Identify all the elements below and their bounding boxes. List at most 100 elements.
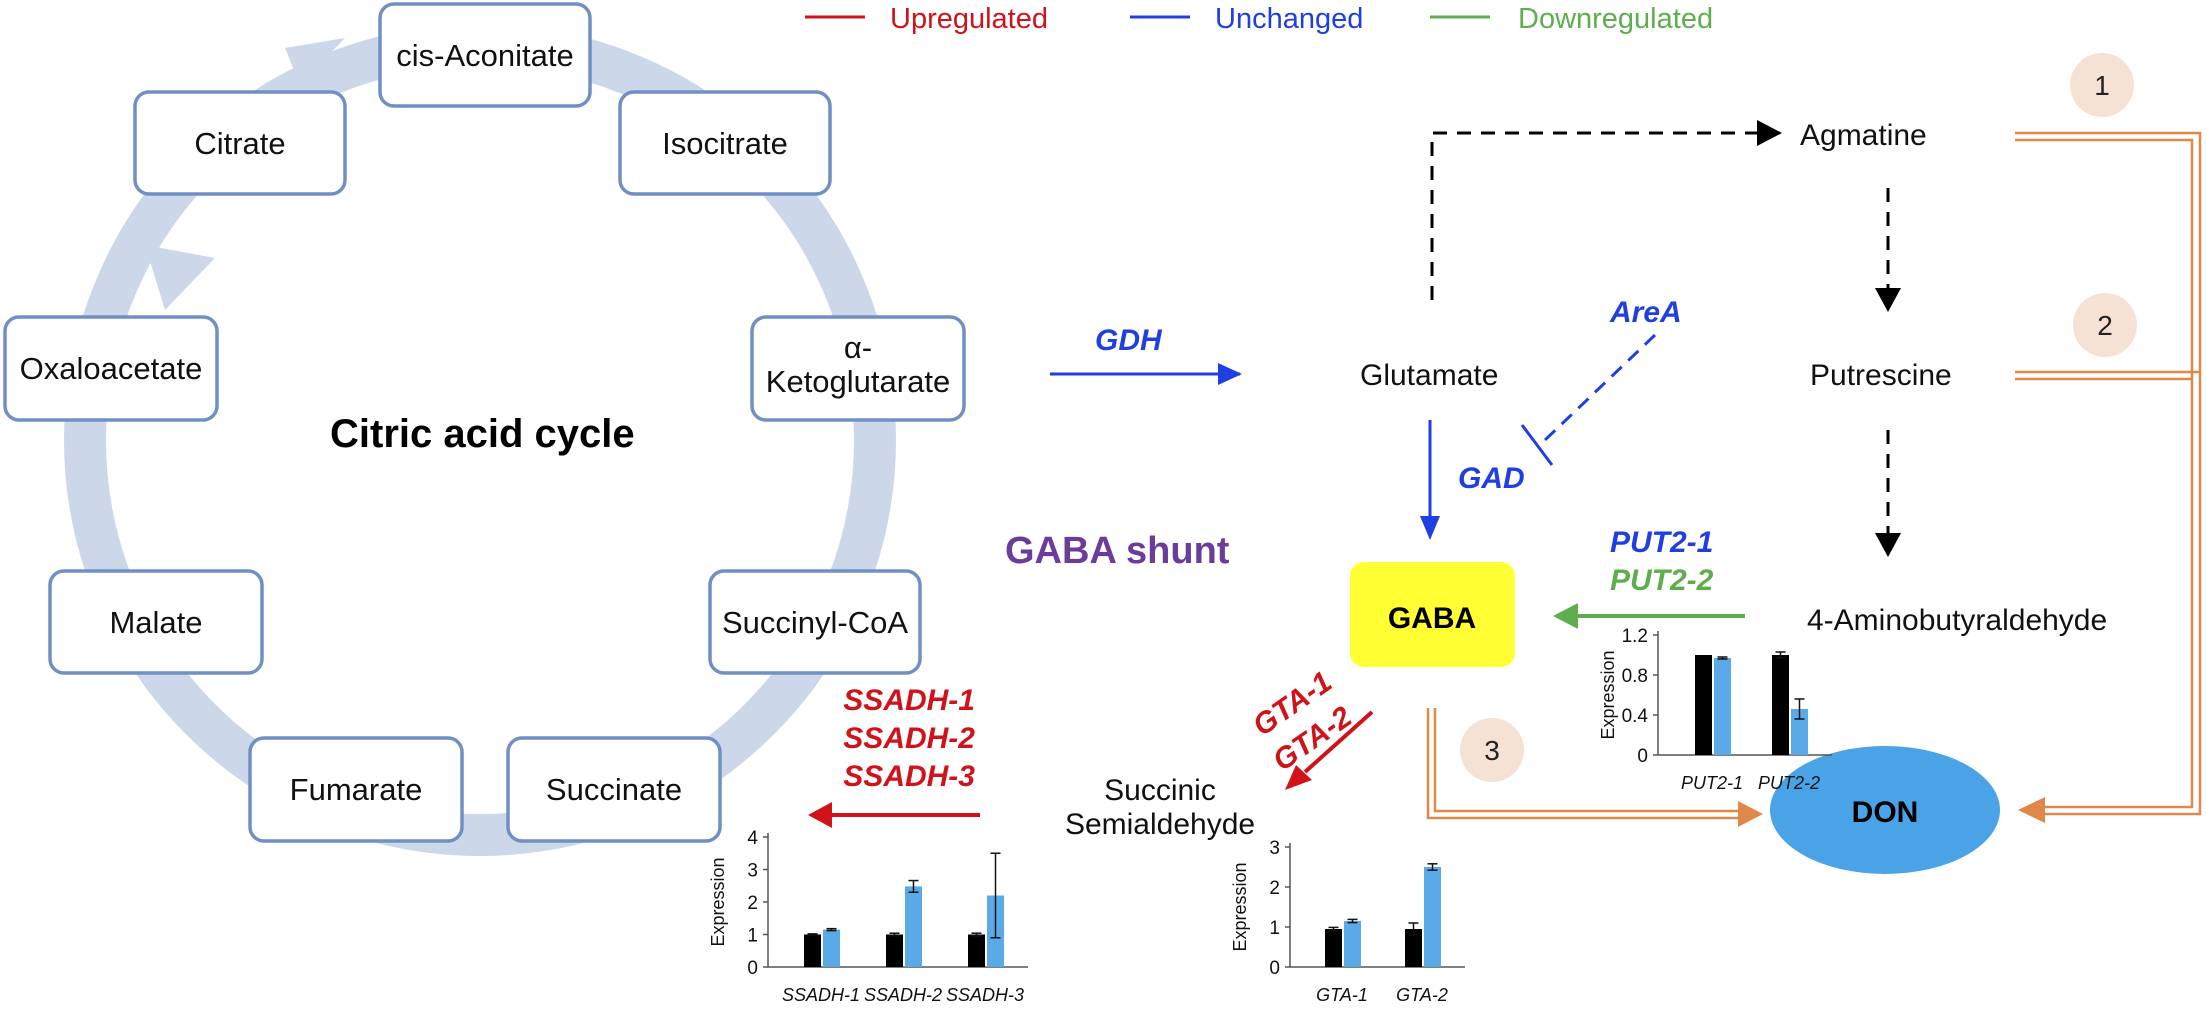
gene-gdh: GDH bbox=[1095, 324, 1163, 357]
cycle-arrowhead-top bbox=[285, 38, 345, 85]
arrowhead-gaba bbox=[1420, 516, 1440, 540]
legend-downregulated: Downregulated bbox=[1518, 3, 1713, 35]
node-label: Citrate bbox=[194, 126, 285, 161]
y-tick-label: 1.2 bbox=[1622, 626, 1648, 647]
bar bbox=[1714, 658, 1731, 755]
don-label: DON bbox=[1852, 796, 1919, 829]
node-label-line2: Ketoglutarate bbox=[766, 364, 950, 399]
y-tick-label: 4 bbox=[747, 828, 758, 849]
badge-1: 1 bbox=[2070, 53, 2134, 117]
y-tick-label: 1 bbox=[747, 926, 758, 947]
gene-ssadh-3: SSADH-3 bbox=[843, 760, 975, 793]
route-don-right-outer bbox=[2040, 810, 2202, 816]
node-label: Succinate bbox=[546, 772, 682, 807]
gaba-label: GABA bbox=[1388, 602, 1476, 635]
route-agmatine-inner bbox=[2015, 138, 2194, 803]
node-label: cis-Aconitate bbox=[396, 38, 573, 73]
category-label: SSADH-3 bbox=[946, 985, 1024, 1005]
gaba-node: GABA bbox=[1350, 562, 1515, 667]
metabolite-glutamate: Glutamate bbox=[1360, 359, 1498, 392]
node-alpha-ketoglutarate: α- Ketoglutarate bbox=[750, 315, 966, 422]
arrowhead-agmatine bbox=[1757, 120, 1782, 146]
bar bbox=[1405, 929, 1422, 967]
bar bbox=[886, 934, 903, 967]
gene-gad: GAD bbox=[1458, 462, 1525, 495]
node-label-line1: α- bbox=[844, 330, 872, 365]
node-label: Malate bbox=[109, 605, 202, 640]
node-label: Succinyl-CoA bbox=[722, 605, 908, 640]
y-tick-label: 0 bbox=[1269, 958, 1280, 979]
badge-3: 3 bbox=[1460, 718, 1524, 782]
y-axis-label: Expression bbox=[1230, 862, 1250, 951]
category-label: SSADH-1 bbox=[782, 985, 860, 1005]
bar bbox=[1695, 655, 1712, 755]
arrowhead-don-left bbox=[1738, 801, 1763, 827]
gene-ssadh-1: SSADH-1 bbox=[843, 684, 975, 717]
legend: Upregulated Unchanged Downregulated bbox=[805, 3, 1713, 35]
route-don-right-inner bbox=[2040, 803, 2194, 809]
category-label: SSADH-2 bbox=[864, 985, 942, 1005]
arrowhead-putrescine bbox=[1875, 288, 1901, 312]
route-gaba-inner bbox=[1433, 708, 1740, 813]
metabolite-ssa-line2: Semialdehyde bbox=[1065, 808, 1255, 841]
metabolite-aminobutyraldehyde: 4-Aminobutyraldehyde bbox=[1807, 604, 2107, 637]
bar bbox=[1424, 867, 1441, 967]
cycle-arrowhead-left bbox=[145, 245, 215, 310]
category-label: PUT2-2 bbox=[1758, 773, 1820, 793]
arrowhead-ssadh bbox=[808, 802, 832, 828]
category-label: PUT2-1 bbox=[1681, 773, 1743, 793]
node-isocitrate: Isocitrate bbox=[618, 90, 832, 196]
y-tick-label: 0 bbox=[1637, 746, 1648, 767]
metabolite-ssa-line1: Succinic bbox=[1104, 774, 1216, 807]
badge-2: 2 bbox=[2073, 293, 2137, 357]
arrow-glutamate-agmatine bbox=[1430, 131, 1757, 300]
y-axis-label: Expression bbox=[708, 857, 728, 946]
bar bbox=[1325, 929, 1342, 967]
arrowhead-aminobutyraldehyde bbox=[1875, 533, 1901, 557]
shunt-title: GABA shunt bbox=[1005, 530, 1230, 572]
gene-ssadh-2: SSADH-2 bbox=[843, 722, 975, 755]
arrow-gta bbox=[1303, 710, 1374, 774]
arrowhead-gta bbox=[1285, 765, 1312, 790]
arrowhead-put2 bbox=[1553, 603, 1578, 629]
y-tick-label: 2 bbox=[747, 893, 758, 914]
category-label: GTA-2 bbox=[1396, 985, 1448, 1005]
y-tick-label: 0.4 bbox=[1622, 706, 1649, 727]
route-gaba-outer bbox=[1426, 708, 1740, 820]
inhibition-bar bbox=[1520, 424, 1554, 466]
gene-put2-2: PUT2-2 bbox=[1610, 564, 1714, 597]
don-routes bbox=[1426, 131, 2202, 820]
gene-put2-1: PUT2-1 bbox=[1610, 526, 1713, 559]
y-tick-label: 2 bbox=[1269, 878, 1280, 899]
node-succinyl-coa: Succinyl-CoA bbox=[708, 569, 922, 675]
node-label: Isocitrate bbox=[662, 126, 788, 161]
node-succinate: Succinate bbox=[506, 736, 722, 843]
node-label: Fumarate bbox=[290, 772, 423, 807]
y-tick-label: 3 bbox=[747, 861, 758, 882]
metabolite-putrescine: Putrescine bbox=[1810, 359, 1952, 392]
bar bbox=[823, 929, 840, 967]
y-tick-label: 3 bbox=[1269, 838, 1280, 859]
route-agmatine-outer bbox=[2015, 131, 2202, 810]
inhibition-area bbox=[1543, 333, 1657, 442]
bar bbox=[1344, 921, 1361, 967]
legend-upregulated: Upregulated bbox=[890, 3, 1048, 35]
legend-unchanged: Unchanged bbox=[1215, 3, 1363, 35]
node-cis-aconitate: cis-Aconitate bbox=[378, 2, 592, 108]
badge-1-label: 1 bbox=[2094, 70, 2110, 101]
y-tick-label: 0 bbox=[747, 958, 758, 979]
don-node: DON bbox=[1770, 746, 2000, 874]
category-label: GTA-1 bbox=[1316, 985, 1368, 1005]
node-citrate: Citrate bbox=[133, 90, 347, 196]
badge-2-label: 2 bbox=[2097, 310, 2113, 341]
cycle-title: Citric acid cycle bbox=[330, 412, 635, 456]
y-tick-label: 1 bbox=[1269, 918, 1280, 939]
node-fumarate: Fumarate bbox=[248, 736, 464, 843]
node-label: Oxaloacetate bbox=[20, 351, 203, 386]
metabolite-agmatine: Agmatine bbox=[1800, 119, 1927, 152]
gene-area: AreA bbox=[1609, 296, 1682, 329]
